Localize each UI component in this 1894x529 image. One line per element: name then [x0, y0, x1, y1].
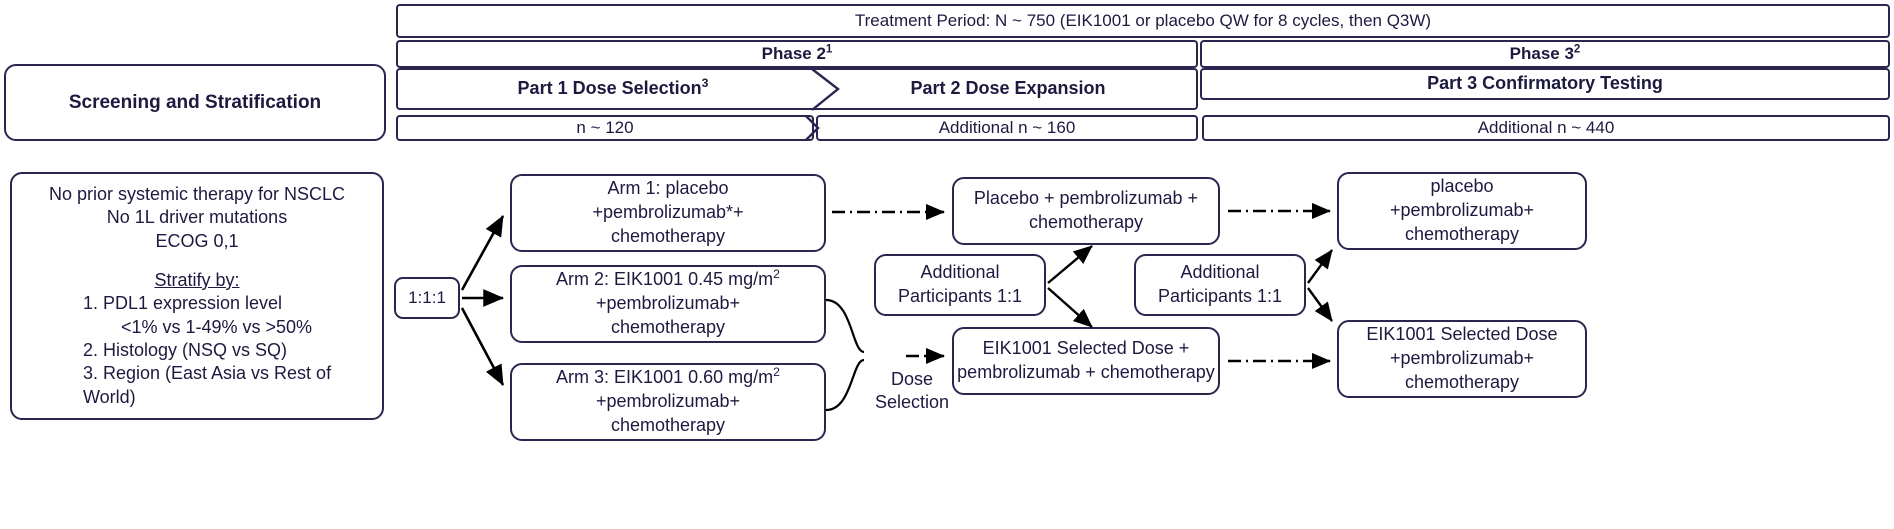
- arm-2-line-2: +pembrolizumab+: [595, 293, 741, 314]
- part-1-footnote: 3: [701, 76, 709, 91]
- arm-3-line-1: Arm 3: EIK1001 0.60 mg/m2: [556, 365, 780, 388]
- arm-2-line-3: chemotherapy: [610, 316, 726, 337]
- phase-3-footnote: 2: [1573, 43, 1581, 56]
- part2-selected-dose-content: EIK1001 Selected Dose + pembrolizumab + …: [957, 337, 1215, 385]
- dose-selection-label: Dose Selection: [862, 368, 962, 415]
- part2-additional-participants-box: Additional Participants 1:1: [874, 254, 1046, 316]
- randomization-node: 1:1:1: [394, 277, 460, 319]
- stratify-heading: Stratify by:: [154, 269, 240, 290]
- arm-3-box: Arm 3: EIK1001 0.60 mg/m2 +pembrolizumab…: [510, 363, 826, 441]
- part3-additional-line-2: Participants 1:1: [1157, 286, 1283, 306]
- count-part-1-label: n ~ 120: [576, 117, 634, 137]
- part-1-band: Part 1 Dose Selection3: [396, 68, 1198, 110]
- part-2-band: Part 2 Dose Expansion: [396, 68, 1198, 110]
- part3-placebo-line-1: placebo: [1430, 176, 1494, 197]
- dose-selection-line-1: Dose: [890, 369, 934, 389]
- count-part-2: Additional n ~ 160: [816, 115, 1198, 141]
- phase-2-label: Phase 21: [761, 43, 833, 63]
- part3-selected-dose-line-1: EIK1001 Selected Dose: [1366, 324, 1558, 345]
- screening-box: Screening and Stratification: [4, 64, 386, 141]
- part2-placebo-box: Placebo + pembrolizumab + chemotherapy: [952, 177, 1220, 245]
- part3-placebo-box: placebo +pembrolizumab+ chemotherapy: [1337, 172, 1587, 250]
- part3-selected-dose-line-2: +pembrolizumab+: [1389, 348, 1535, 369]
- count-part-2-label: Additional n ~ 160: [938, 117, 1076, 137]
- part3-selected-dose-content: EIK1001 Selected Dose +pembrolizumab+ ch…: [1366, 323, 1557, 394]
- part3-placebo-line-3: chemotherapy: [1404, 223, 1520, 244]
- arm-3-line-3: chemotherapy: [610, 414, 726, 435]
- arm-3-line-2: +pembrolizumab+: [595, 391, 741, 412]
- arm-2-box: Arm 2: EIK1001 0.45 mg/m2 +pembrolizumab…: [510, 265, 826, 343]
- part2-placebo-content: Placebo + pembrolizumab + chemotherapy: [974, 187, 1198, 235]
- part-3-label: Part 3 Confirmatory Testing: [1427, 73, 1663, 94]
- arm-1-line-3: chemotherapy: [610, 225, 726, 246]
- arm-2-content: Arm 2: EIK1001 0.45 mg/m2 +pembrolizumab…: [556, 268, 780, 339]
- treatment-period-label: Treatment Period: N ~ 750 (EIK1001 or pl…: [854, 10, 1432, 30]
- part2-placebo-line-1: Placebo + pembrolizumab +: [973, 188, 1199, 209]
- count-part-3: Additional n ~ 440: [1202, 115, 1890, 141]
- eligibility-box: No prior systemic therapy for NSCLC No 1…: [10, 172, 384, 420]
- randomization-ratio-label: 1:1:1: [408, 287, 446, 307]
- dose-selection-brace: [825, 298, 865, 412]
- stratify-item-3-cont: World): [82, 386, 136, 407]
- part-1-label: Part 1 Dose Selection3: [517, 76, 709, 99]
- arm-3-content: Arm 3: EIK1001 0.60 mg/m2 +pembrolizumab…: [556, 366, 780, 437]
- arm-2-line-1: Arm 2: EIK1001 0.45 mg/m2: [556, 267, 780, 290]
- treatment-period-band: Treatment Period: N ~ 750 (EIK1001 or pl…: [396, 4, 1890, 38]
- part2-additional-content: Additional Participants 1:1: [898, 261, 1022, 309]
- part2-selected-dose-line-2: pembrolizumab + chemotherapy: [957, 362, 1215, 382]
- screening-title: Screening and Stratification: [68, 91, 322, 113]
- part3-additional-arrows: [1307, 249, 1333, 322]
- stratify-item-2: 2. Histology (NSQ vs SQ): [82, 340, 287, 361]
- part2-placebo-line-2: chemotherapy: [1028, 212, 1144, 232]
- part3-placebo-line-2: +pembrolizumab+: [1389, 200, 1535, 221]
- phase-3-label: Phase 32: [1509, 43, 1581, 63]
- stratify-item-1: 1. PDL1 expression level: [82, 293, 283, 314]
- part3-additional-line-1: Additional: [1180, 262, 1260, 283]
- dose-selection-line-2: Selection: [874, 392, 950, 413]
- part3-additional-participants-box: Additional Participants 1:1: [1134, 254, 1306, 316]
- arm-1-line-2: +pembrolizumab*+: [592, 202, 744, 223]
- eligibility-line-3: ECOG 0,1: [155, 230, 239, 251]
- part2-additional-arrows: [1047, 245, 1093, 328]
- count-part-1: n ~ 120: [396, 115, 814, 141]
- eligibility-content: No prior systemic therapy for NSCLC No 1…: [39, 183, 355, 410]
- arm-2-dose-superscript: 2: [773, 267, 780, 282]
- part3-selected-dose-line-3: chemotherapy: [1404, 371, 1520, 392]
- part3-placebo-content: placebo +pembrolizumab+ chemotherapy: [1390, 175, 1534, 246]
- part-2-label: Part 2 Dose Expansion: [910, 78, 1106, 99]
- part2-additional-line-2: Participants 1:1: [897, 286, 1023, 306]
- stratify-item-3: 3. Region (East Asia vs Rest of: [82, 363, 332, 384]
- part2-additional-line-1: Additional: [920, 262, 1000, 283]
- eligibility-line-1: No prior systemic therapy for NSCLC: [48, 183, 346, 204]
- part3-selected-dose-box: EIK1001 Selected Dose +pembrolizumab+ ch…: [1337, 320, 1587, 398]
- arm-1-line-1: Arm 1: placebo: [607, 178, 729, 199]
- arm-1-box: Arm 1: placebo +pembrolizumab*+ chemothe…: [510, 174, 826, 252]
- phase-3-band: Phase 32: [1200, 40, 1890, 68]
- phase-2-band: Phase 21: [396, 40, 1198, 68]
- part3-additional-content: Additional Participants 1:1: [1158, 261, 1282, 309]
- randomization-arrows: [460, 215, 505, 386]
- count-part-3-label: Additional n ~ 440: [1477, 117, 1615, 137]
- eligibility-spacer: [49, 253, 345, 269]
- part2-selected-dose-box: EIK1001 Selected Dose + pembrolizumab + …: [952, 327, 1220, 395]
- arm-3-dose-superscript: 2: [773, 365, 780, 380]
- phase-2-footnote: 1: [825, 43, 833, 56]
- stratify-item-1-detail: <1% vs 1-49% vs >50%: [120, 316, 313, 337]
- arm-1-content: Arm 1: placebo +pembrolizumab*+ chemothe…: [592, 177, 743, 248]
- eligibility-line-2: No 1L driver mutations: [106, 207, 288, 228]
- part-3-band: Part 3 Confirmatory Testing: [1200, 68, 1890, 100]
- part2-selected-dose-line-1: EIK1001 Selected Dose +: [982, 338, 1190, 359]
